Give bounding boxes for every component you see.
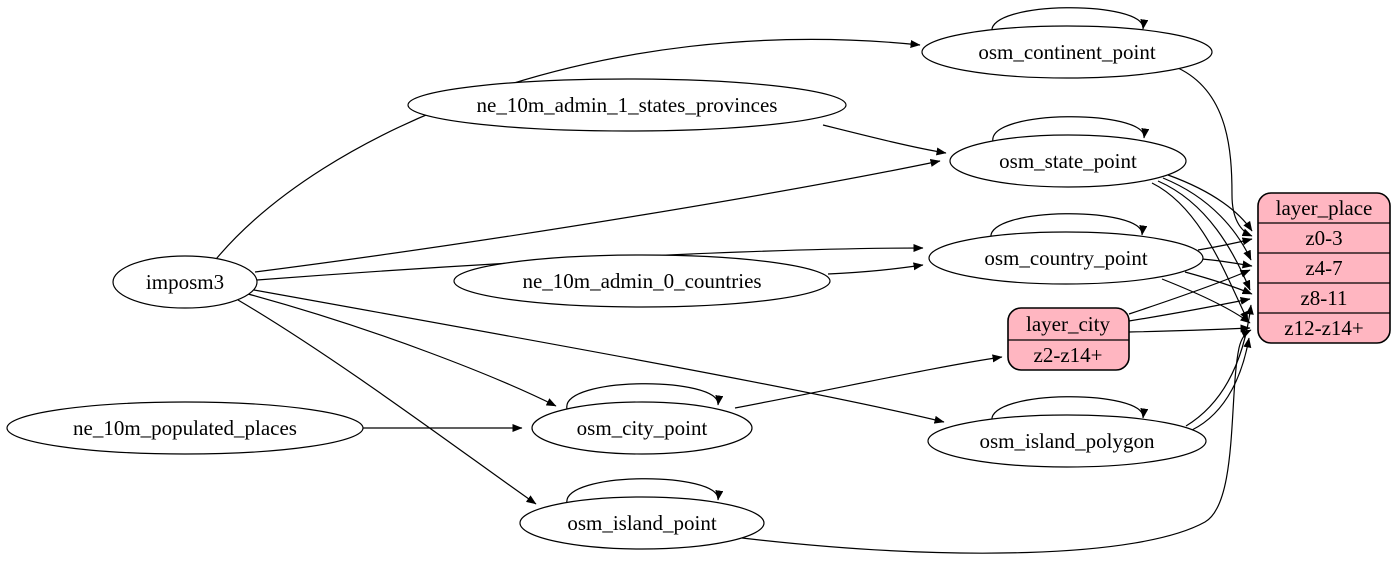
edge-osm_island_polygon-to-layer_place-z12-z14 <box>1191 337 1252 431</box>
edge-ne_10m_admin_1_states_provinces-to-osm_state_point <box>822 124 947 156</box>
node-layer_city: layer_city z2-z14+ <box>1007 307 1130 371</box>
layer_city-row-z2-z14: z2-z14+ <box>1034 343 1103 367</box>
ne_10m_admin_0_countries-label: ne_10m_admin_0_countries <box>522 269 761 293</box>
edge-layer_city-to-layer_place-z4-7 <box>1128 269 1251 315</box>
edge-osm_country_point-to-layer_place-z0-3 <box>1197 237 1253 251</box>
osm_country_point-label: osm_country_point <box>984 246 1147 270</box>
edge-osm_country_point-to-layer_place-z4-7 <box>1201 258 1253 269</box>
layer_place-title: layer_place <box>1276 196 1373 220</box>
imposm3-label: imposm3 <box>146 270 224 294</box>
edge-layer_city-to-layer_place-z8-11 <box>1128 296 1251 322</box>
osm_continent_point-ellipse <box>921 25 1213 79</box>
imposm3-ellipse <box>112 255 258 309</box>
osm_country_point-ellipse <box>928 231 1204 285</box>
osm_island_point-label: osm_island_point <box>567 511 717 535</box>
node-osm_island_point: osm_island_point <box>519 496 765 550</box>
node-osm_island_polygon: osm_island_polygon <box>927 414 1207 468</box>
self-loop-osm_island_point <box>566 478 724 505</box>
node-ne_10m_admin_1_states_provinces: ne_10m_admin_1_states_provinces <box>407 78 847 132</box>
edge-ne_10m_admin_0_countries-to-osm_country_point <box>827 262 924 275</box>
node-osm_country_point: osm_country_point <box>928 231 1204 285</box>
ne_10m_admin_1_states_provinces-label: ne_10m_admin_1_states_provinces <box>477 93 778 117</box>
osm_island_polygon-ellipse <box>927 414 1207 468</box>
edge-osm_state_point-to-layer_place-z4-7 <box>1162 177 1252 261</box>
osm_city_point-label: osm_city_point <box>577 416 708 440</box>
edge-imposm3-to-osm_island_point <box>237 299 537 505</box>
edge-imposm3-to-osm_continent_point <box>211 38 921 265</box>
edge-osm_island_point-to-layer_place-z12-z14 <box>741 329 1252 554</box>
osm_continent_point-label: osm_continent_point <box>978 40 1155 64</box>
layer_city-box <box>1007 307 1130 371</box>
ne_10m_populated_places-label: ne_10m_populated_places <box>73 416 297 440</box>
self-loop-osm_island_polygon <box>991 396 1149 423</box>
osm_state_point-ellipse <box>949 134 1187 188</box>
self-loop-osm_city_point <box>566 383 724 410</box>
self-loop-osm_state_point <box>992 116 1150 143</box>
edge-imposm3-to-osm_island_polygon <box>253 289 945 424</box>
edges-group <box>211 7 1254 554</box>
node-osm_city_point: osm_city_point <box>531 401 753 455</box>
node-osm_continent_point: osm_continent_point <box>921 25 1213 79</box>
edge-imposm3-to-osm_state_point <box>254 159 941 273</box>
node-ne_10m_populated_places: ne_10m_populated_places <box>6 401 364 455</box>
edge-imposm3-to-osm_city_point <box>247 293 557 407</box>
edge-osm_city_point-to-layer_city-z2-z14 <box>734 354 1003 409</box>
ne_10m_populated_places-ellipse <box>6 401 364 455</box>
node-layer_place: layer_place z0-3 z4-7 z8-11 z12-z14+ <box>1257 192 1391 344</box>
edge-osm_state_point-to-layer_place-z0-3 <box>1167 174 1253 232</box>
osm_island_polygon-label: osm_island_polygon <box>979 429 1155 453</box>
edge-osm_country_point-to-layer_place-z8-11 <box>1184 271 1253 295</box>
node-osm_state_point: osm_state_point <box>949 134 1187 188</box>
osm_state_point-label: osm_state_point <box>999 149 1137 173</box>
edge-layer_city-to-layer_place-z12-z14 <box>1128 324 1251 333</box>
layer_city-title: layer_city <box>1026 312 1110 336</box>
edge-osm_island_polygon-to-layer_place-z8-11 <box>1185 304 1254 427</box>
ne_10m_admin_1_states_provinces-ellipse <box>407 78 847 132</box>
self-loop-osm_country_point <box>990 213 1148 240</box>
node-imposm3: imposm3 <box>112 255 258 309</box>
node-ne_10m_admin_0_countries: ne_10m_admin_0_countries <box>453 254 831 308</box>
osm_city_point-ellipse <box>531 401 753 455</box>
ne_10m_admin_0_countries-ellipse <box>453 254 831 308</box>
edge-osm_continent_point-to-layer_place-z0-3 <box>1177 67 1253 237</box>
layer_place-row-z8-11: z8-11 <box>1300 286 1347 310</box>
edge-osm_country_point-to-layer_place-z12-z14 <box>1161 278 1251 324</box>
layer_place-row-z4-7: z4-7 <box>1305 256 1342 280</box>
layer_place-row-z0-3: z0-3 <box>1305 226 1342 250</box>
osm_island_point-ellipse <box>519 496 765 550</box>
layer_place-row-z12-z14: z12-z14+ <box>1284 316 1363 340</box>
self-loop-osm_continent_point <box>991 7 1149 34</box>
layer_place-box <box>1257 192 1391 344</box>
